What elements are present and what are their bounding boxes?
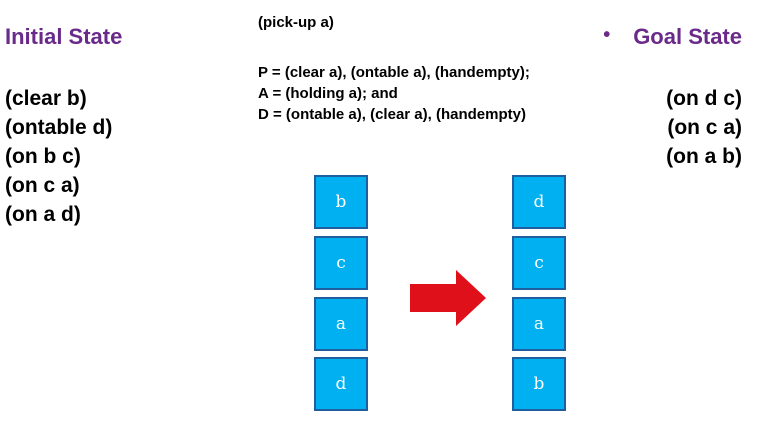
- goal-state-facts: (on d c) (on c a) (on a b): [666, 84, 742, 171]
- right-arrow-icon: [410, 270, 486, 326]
- block: b: [314, 175, 368, 229]
- block: a: [314, 297, 368, 351]
- block: d: [512, 175, 566, 229]
- initial-state-facts: (clear b) (ontable d) (on b c) (on c a) …: [5, 84, 112, 229]
- goal-state-title: • Goal State: [603, 24, 742, 50]
- block: c: [314, 236, 368, 290]
- goal-fact: (on a b): [666, 145, 742, 168]
- initial-state-title: Initial State: [5, 24, 123, 49]
- block: b: [512, 357, 566, 411]
- block: a: [512, 297, 566, 351]
- goal-state-title-text: Goal State: [633, 24, 742, 49]
- block: d: [314, 357, 368, 411]
- action-title: (pick-up a): [258, 14, 334, 31]
- goal-fact: (on c a): [667, 116, 742, 139]
- block: c: [512, 236, 566, 290]
- action-add-effects: A = (holding a); and: [258, 85, 398, 102]
- action-definition: P = (clear a), (ontable a), (handempty);…: [258, 62, 530, 125]
- initial-fact: (ontable d): [5, 116, 113, 139]
- initial-fact: (on b c): [5, 145, 81, 168]
- action-delete-effects: D = (ontable a), (clear a), (handempty): [258, 106, 526, 123]
- goal-fact: (on d c): [666, 87, 742, 110]
- initial-fact: (on c a): [5, 174, 80, 197]
- initial-fact: (clear b): [5, 87, 87, 110]
- initial-fact: (on a d): [5, 203, 81, 226]
- bullet-icon: •: [603, 24, 611, 46]
- action-preconditions: P = (clear a), (ontable a), (handempty);: [258, 64, 530, 81]
